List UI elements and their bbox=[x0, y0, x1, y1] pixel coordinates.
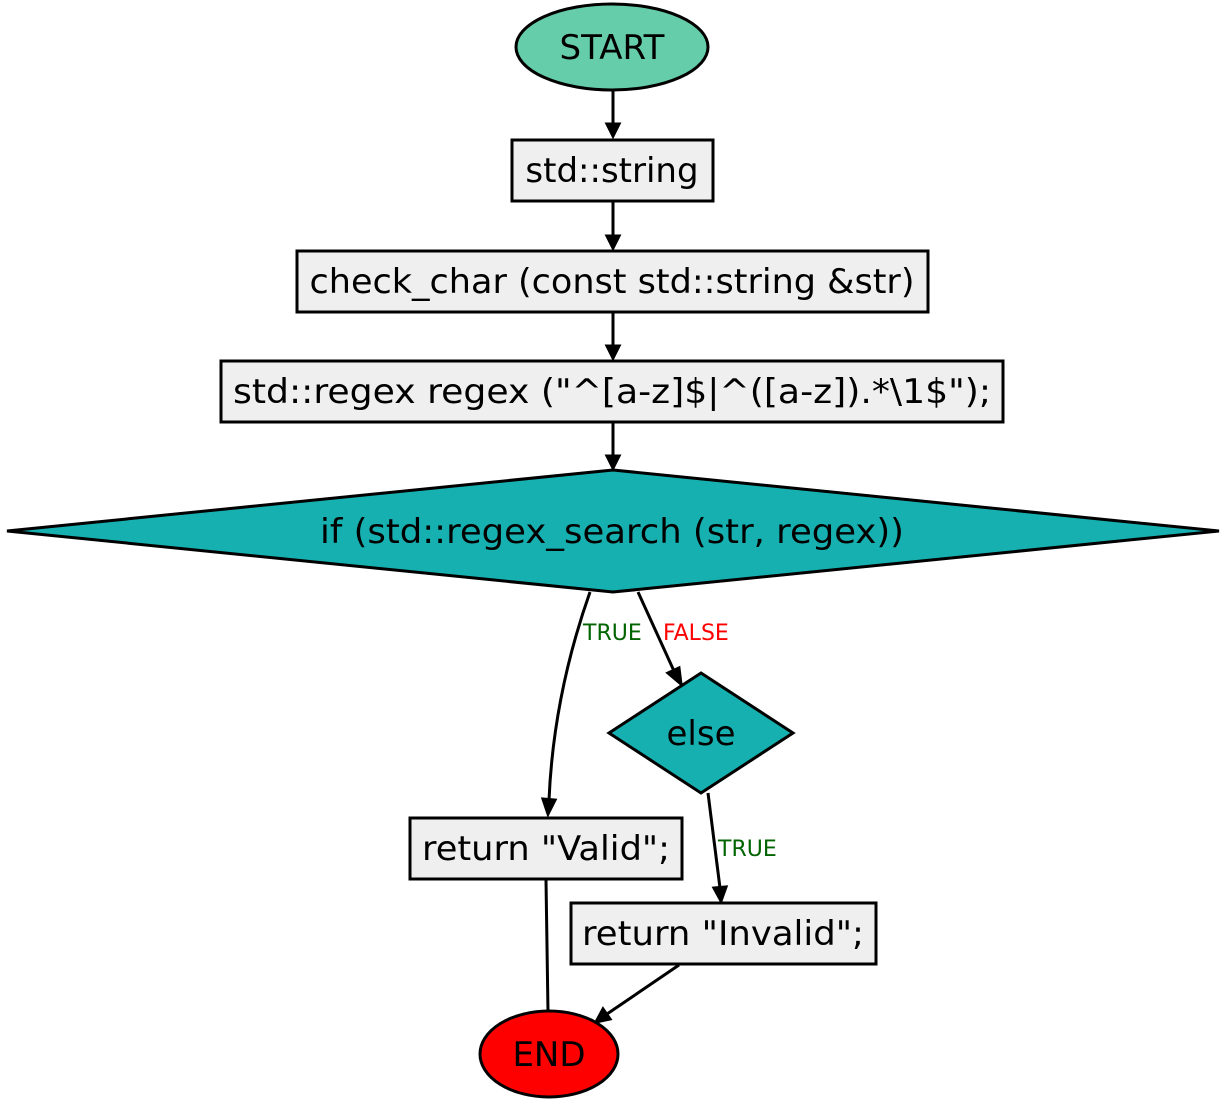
edge-else-true-to-invalid bbox=[706, 792, 729, 905]
regex-declaration-node-shape bbox=[219, 359, 1005, 424]
return-invalid-node-shape bbox=[569, 901, 878, 966]
function-signature-node-label: check_char (const std::string &str) bbox=[310, 262, 915, 302]
end-node-shape bbox=[478, 1009, 620, 1099]
start-node-shape bbox=[514, 2, 710, 92]
edge-start-to-string bbox=[604, 90, 622, 140]
edge-function-to-regex bbox=[604, 312, 622, 362]
if-condition-node-shape bbox=[6, 468, 1220, 594]
start-node-label: START bbox=[560, 28, 665, 68]
else-node[interactable]: else bbox=[606, 671, 796, 795]
start-node[interactable]: START bbox=[514, 2, 710, 92]
edge-label-if-false: FALSE bbox=[663, 621, 729, 646]
function-signature-node[interactable]: check_char (const std::string &str) bbox=[295, 249, 930, 314]
edge-labels: TRUE FALSE TRUE bbox=[582, 621, 777, 862]
end-node[interactable]: END bbox=[478, 1009, 620, 1099]
regex-declaration-node-label: std::regex regex ("^[a-z]$|^([a-z]).*\1$… bbox=[233, 372, 991, 412]
edge-regex-to-if bbox=[604, 422, 622, 472]
declare-string-node[interactable]: std::string bbox=[510, 138, 715, 203]
return-valid-node[interactable]: return "Valid"; bbox=[408, 816, 684, 881]
edge-invalid-to-end bbox=[593, 963, 680, 1025]
edge-label-if-true: TRUE bbox=[582, 621, 642, 646]
else-node-shape bbox=[606, 671, 796, 795]
edge-if-false-to-else bbox=[636, 591, 683, 688]
edge-string-to-function bbox=[604, 201, 622, 252]
end-node-label: END bbox=[512, 1035, 585, 1075]
else-node-label: else bbox=[667, 714, 736, 754]
regex-declaration-node[interactable]: std::regex regex ("^[a-z]$|^([a-z]).*\1$… bbox=[219, 359, 1005, 424]
edge-if-true-to-valid bbox=[540, 591, 592, 818]
edge-valid-to-end bbox=[539, 879, 557, 1029]
declare-string-node-label: std::string bbox=[525, 151, 698, 191]
edge-label-else-true: TRUE bbox=[717, 837, 777, 862]
function-signature-node-shape bbox=[295, 249, 930, 314]
declare-string-node-shape bbox=[510, 138, 715, 203]
if-condition-node-label: if (std::regex_search (str, regex)) bbox=[320, 512, 904, 552]
if-condition-node[interactable]: if (std::regex_search (str, regex)) bbox=[6, 468, 1220, 594]
return-invalid-node[interactable]: return "Invalid"; bbox=[569, 901, 878, 966]
return-valid-node-label: return "Valid"; bbox=[422, 829, 670, 869]
return-valid-node-shape bbox=[408, 816, 684, 881]
return-invalid-node-label: return "Invalid"; bbox=[582, 914, 864, 954]
